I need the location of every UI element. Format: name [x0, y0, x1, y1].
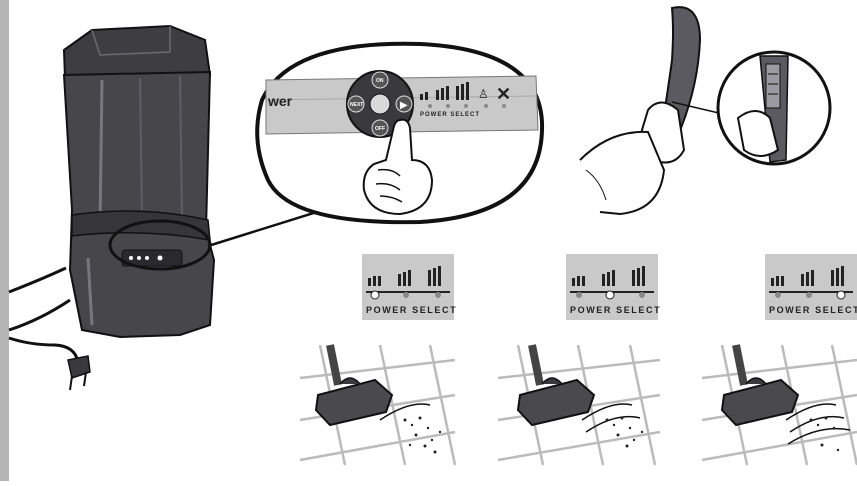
vacuum-unit	[8, 24, 369, 391]
play-icon: ▶	[400, 100, 408, 111]
next-button-label: NEXT	[350, 102, 363, 108]
power-led-3-high	[836, 290, 846, 300]
power-cord	[8, 266, 80, 363]
brand-fragment: wer	[267, 93, 293, 109]
off-button-label: OFF	[375, 126, 385, 132]
power-led-2-mid	[605, 290, 615, 300]
power-led-1-low	[370, 290, 380, 300]
power-bars-zoomed	[420, 82, 469, 100]
next-button[interactable]	[347, 95, 365, 113]
power-scene-2: POWER SELECT	[497, 254, 661, 466]
off-button[interactable]	[371, 119, 389, 137]
vacuum-head-2	[516, 378, 596, 427]
on-button[interactable]	[371, 71, 389, 89]
power-select-panel-2	[566, 254, 658, 320]
vacuum-wand-2	[528, 344, 544, 386]
vacuum-wand-1	[326, 344, 342, 386]
left-margin-bar	[0, 0, 9, 481]
power-select-label-zoomed: POWER SELECT	[420, 112, 480, 118]
power-led-3-mid	[806, 292, 812, 298]
power-select-label-2: POWER SELECT	[570, 305, 661, 315]
vacuum-head-3	[720, 378, 800, 427]
power-select-panel-1	[362, 254, 454, 320]
handle-illustration	[579, 6, 832, 216]
dust-bag-icon: ♙	[478, 87, 489, 101]
play-button[interactable]	[395, 95, 413, 113]
power-led-2-low	[576, 292, 582, 298]
power-led-2-high	[639, 292, 645, 298]
power-select-panel-3	[765, 254, 857, 320]
tools-icon: ✕	[496, 84, 511, 104]
power-scene-1: POWER SELECT	[299, 254, 457, 466]
pointing-hand	[362, 118, 434, 216]
power-select-label-3: POWER SELECT	[769, 305, 857, 315]
vacuum-wand-3	[732, 344, 748, 386]
power-led-3-low	[775, 292, 781, 298]
power-select-label-1: POWER SELECT	[366, 305, 457, 315]
power-plug	[67, 355, 91, 391]
on-button-label: ON	[376, 78, 384, 84]
power-led-1-mid	[403, 292, 409, 298]
small-control-panel	[121, 249, 183, 267]
power-scene-3: POWER SELECT	[701, 254, 857, 466]
vacuum-head-1	[314, 378, 394, 427]
zoomed-control-panel: wer ON OFF NEXT ▶ ♙ ✕ POWER SELECT	[255, 41, 545, 225]
power-led-1-high	[435, 292, 441, 298]
